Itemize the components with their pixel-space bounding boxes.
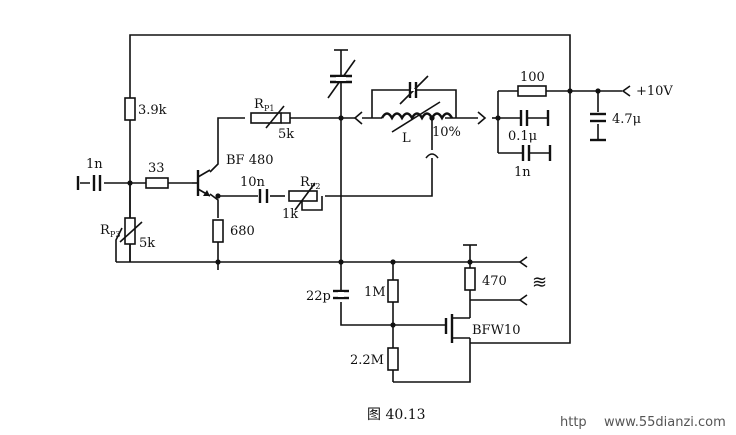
label-fet: BFW10 [472,323,520,338]
output-terminal-icon [518,294,528,306]
feedback-to-tap-wire [325,158,433,197]
resistor-3-9k [124,97,136,121]
emitter-wire [209,193,219,218]
collector-wire [209,117,245,173]
c22p-bottom-wire [340,302,446,326]
label-rp2-value: 1k [282,207,298,222]
tank-right-connector-icon [477,111,487,125]
rp2-arrow [294,182,316,211]
label-rp3-value: 5k [139,236,155,251]
resistor-680 [212,219,224,243]
label-c-4-7u: 4.7μ [612,112,641,127]
resistor-1m [387,279,399,303]
resistor-2-2m [387,347,399,371]
figure-caption: 图 40.13 [367,407,426,423]
label-c-10n: 10n [240,175,266,190]
label-rp2-sub: P2 [310,182,320,191]
label-r-33: 33 [148,161,165,176]
label-supply: +10V [636,84,673,99]
resistor-33 [145,177,169,189]
label-c-1n-input: 1n [86,157,103,172]
label-r-1m: 1M [364,285,386,300]
emitter-arrow-icon [203,190,210,196]
resistor-100 [517,85,547,97]
tank-left-connector-icon [353,111,363,125]
rp3-arrow [119,221,143,243]
label-rp2-name: R [300,175,311,190]
potentiometer-rp3 [124,217,136,245]
potentiometer-rp1 [250,112,282,124]
rp1-wiper [281,112,291,124]
inductor-l [380,112,454,121]
label-rp1-sub: P1 [264,104,274,113]
fet-source-ground-wire [393,343,471,383]
tap-hook [425,153,439,159]
label-inductor: L [402,131,411,146]
label-rp1-value: 5k [278,127,294,142]
ground-terminal-icon [518,256,528,268]
rp3-wiper-wire [115,227,123,262]
resistor-470 [464,267,476,291]
potentiometer-rp2 [288,190,318,202]
label-rp3-name: R [100,223,111,238]
label-transistor: BF 480 [226,153,274,168]
label-rp3-sub: P3 [110,230,120,239]
label-r-680: 680 [230,224,255,239]
supply-terminal-icon [621,85,631,97]
rp1-arrow [265,105,285,129]
label-c-0-1u: 0.1μ [508,129,537,144]
label-r-470: 470 [482,274,507,289]
rf-output-symbol: ≋ [532,272,547,293]
label-r-2-2m: 2.2M [350,353,384,368]
label-tap: 10% [432,125,461,140]
label-c-22p: 22p [306,289,331,304]
junction-dots [127,88,601,328]
rp2-wiper [301,196,323,211]
transistor-collector [197,169,211,178]
label-c-1n-bypass: 1n [514,165,531,180]
label-r-3-9k: 3.9k [138,103,167,118]
watermark-prefix: http [560,415,587,430]
label-rp1-name: R [254,97,265,112]
inductor-tuning-arrow [391,101,441,133]
watermark: www.55dianzi.com [604,415,726,430]
label-r-100: 100 [520,70,545,85]
